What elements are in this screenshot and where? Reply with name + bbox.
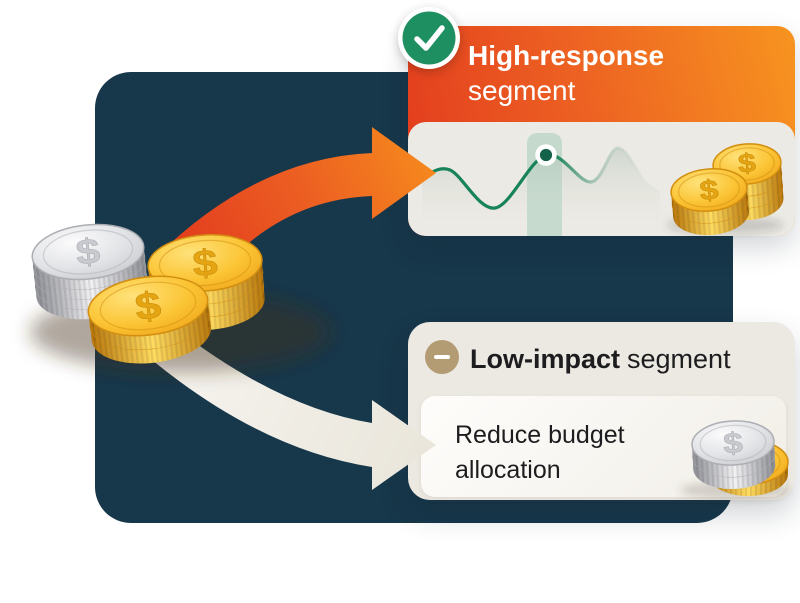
action-text-line1: Reduce budget bbox=[455, 421, 625, 449]
dollar-sign-icon: $ bbox=[191, 242, 219, 285]
sparkline-area bbox=[422, 147, 660, 236]
dollar-sign-icon: $ bbox=[737, 149, 757, 179]
dollar-sign-icon: $ bbox=[722, 426, 743, 459]
dollar-sign-icon: $ bbox=[133, 284, 164, 329]
action-text-line2: allocation bbox=[455, 456, 561, 484]
checkmark-icon bbox=[414, 25, 445, 51]
minus-badge bbox=[425, 340, 459, 374]
low-impact-title-light: segment bbox=[627, 344, 731, 374]
low-impact-title-bold: Low-impact bbox=[470, 344, 621, 374]
sparkline-line bbox=[420, 146, 662, 210]
high-response-title-bold: High-response bbox=[468, 40, 665, 71]
dollar-sign-icon: $ bbox=[74, 231, 102, 273]
check-badge bbox=[398, 7, 460, 69]
minus-icon bbox=[434, 355, 450, 359]
dollar-sign-icon: $ bbox=[698, 174, 719, 207]
high-response-title-light: segment bbox=[468, 75, 576, 106]
response-sparkline bbox=[420, 133, 662, 236]
low-impact-action-text: Reduce budget allocation bbox=[455, 418, 625, 488]
silver-coin-stack-low-card: $ bbox=[691, 420, 776, 490]
high-response-title: High-response segment bbox=[468, 38, 664, 108]
gold-coin-stack-chart-front: $ bbox=[670, 168, 749, 236]
sparkline-peak-dot bbox=[535, 144, 557, 166]
gold-coin-stack-left-front: $ bbox=[87, 275, 212, 364]
silver-coin-stack-left: $ bbox=[31, 223, 148, 320]
check-badge-circle bbox=[402, 11, 456, 65]
